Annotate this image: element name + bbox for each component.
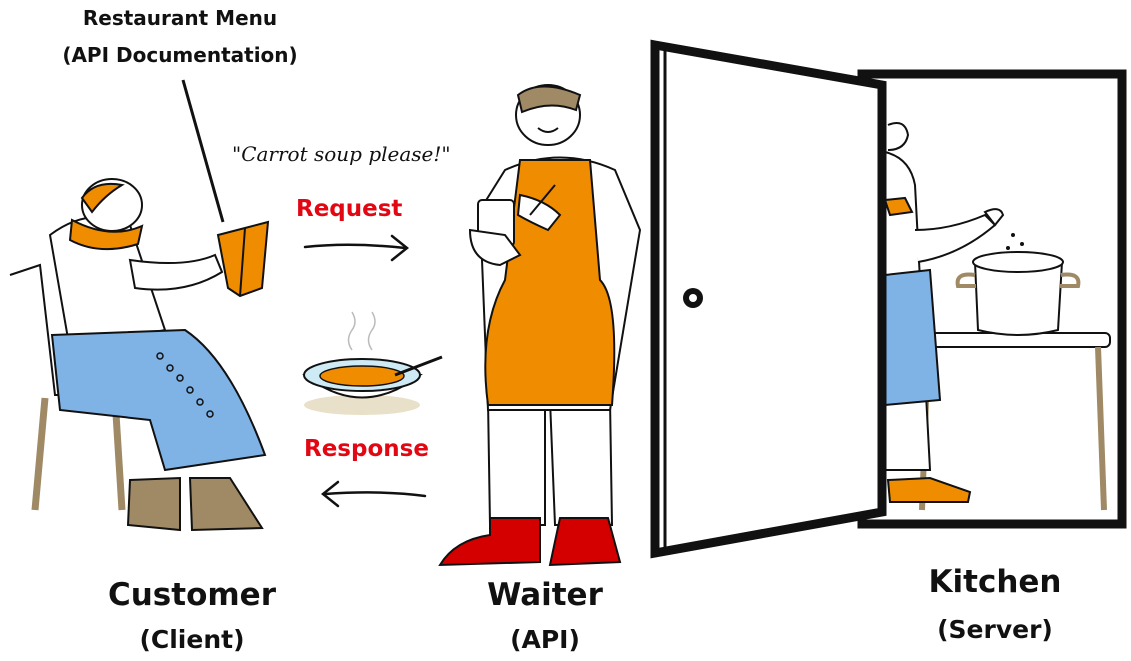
kitchen-scene bbox=[862, 74, 1122, 524]
menu-title: Restaurant Menu bbox=[50, 3, 310, 33]
customer-figure bbox=[10, 179, 268, 530]
waiter-title: Waiter bbox=[470, 573, 620, 617]
kitchen-subtitle: (Server) bbox=[895, 612, 1095, 648]
request-arrow-icon bbox=[305, 236, 407, 260]
customer-subtitle: (Client) bbox=[92, 622, 292, 658]
order-quote: "Carrot soup please!" bbox=[232, 142, 451, 166]
menu-pointer-line bbox=[183, 80, 223, 222]
kitchen-title: Kitchen bbox=[895, 560, 1095, 604]
response-arrow-icon bbox=[323, 482, 425, 506]
response-label: Response bbox=[304, 436, 429, 462]
waiter-figure bbox=[440, 85, 640, 565]
kitchen-door bbox=[655, 45, 882, 553]
menu-subtitle: (API Documentation) bbox=[40, 40, 320, 70]
soup-bowl-icon bbox=[304, 312, 442, 415]
customer-title: Customer bbox=[92, 573, 292, 617]
waiter-subtitle: (API) bbox=[470, 622, 620, 658]
request-label: Request bbox=[296, 196, 402, 222]
